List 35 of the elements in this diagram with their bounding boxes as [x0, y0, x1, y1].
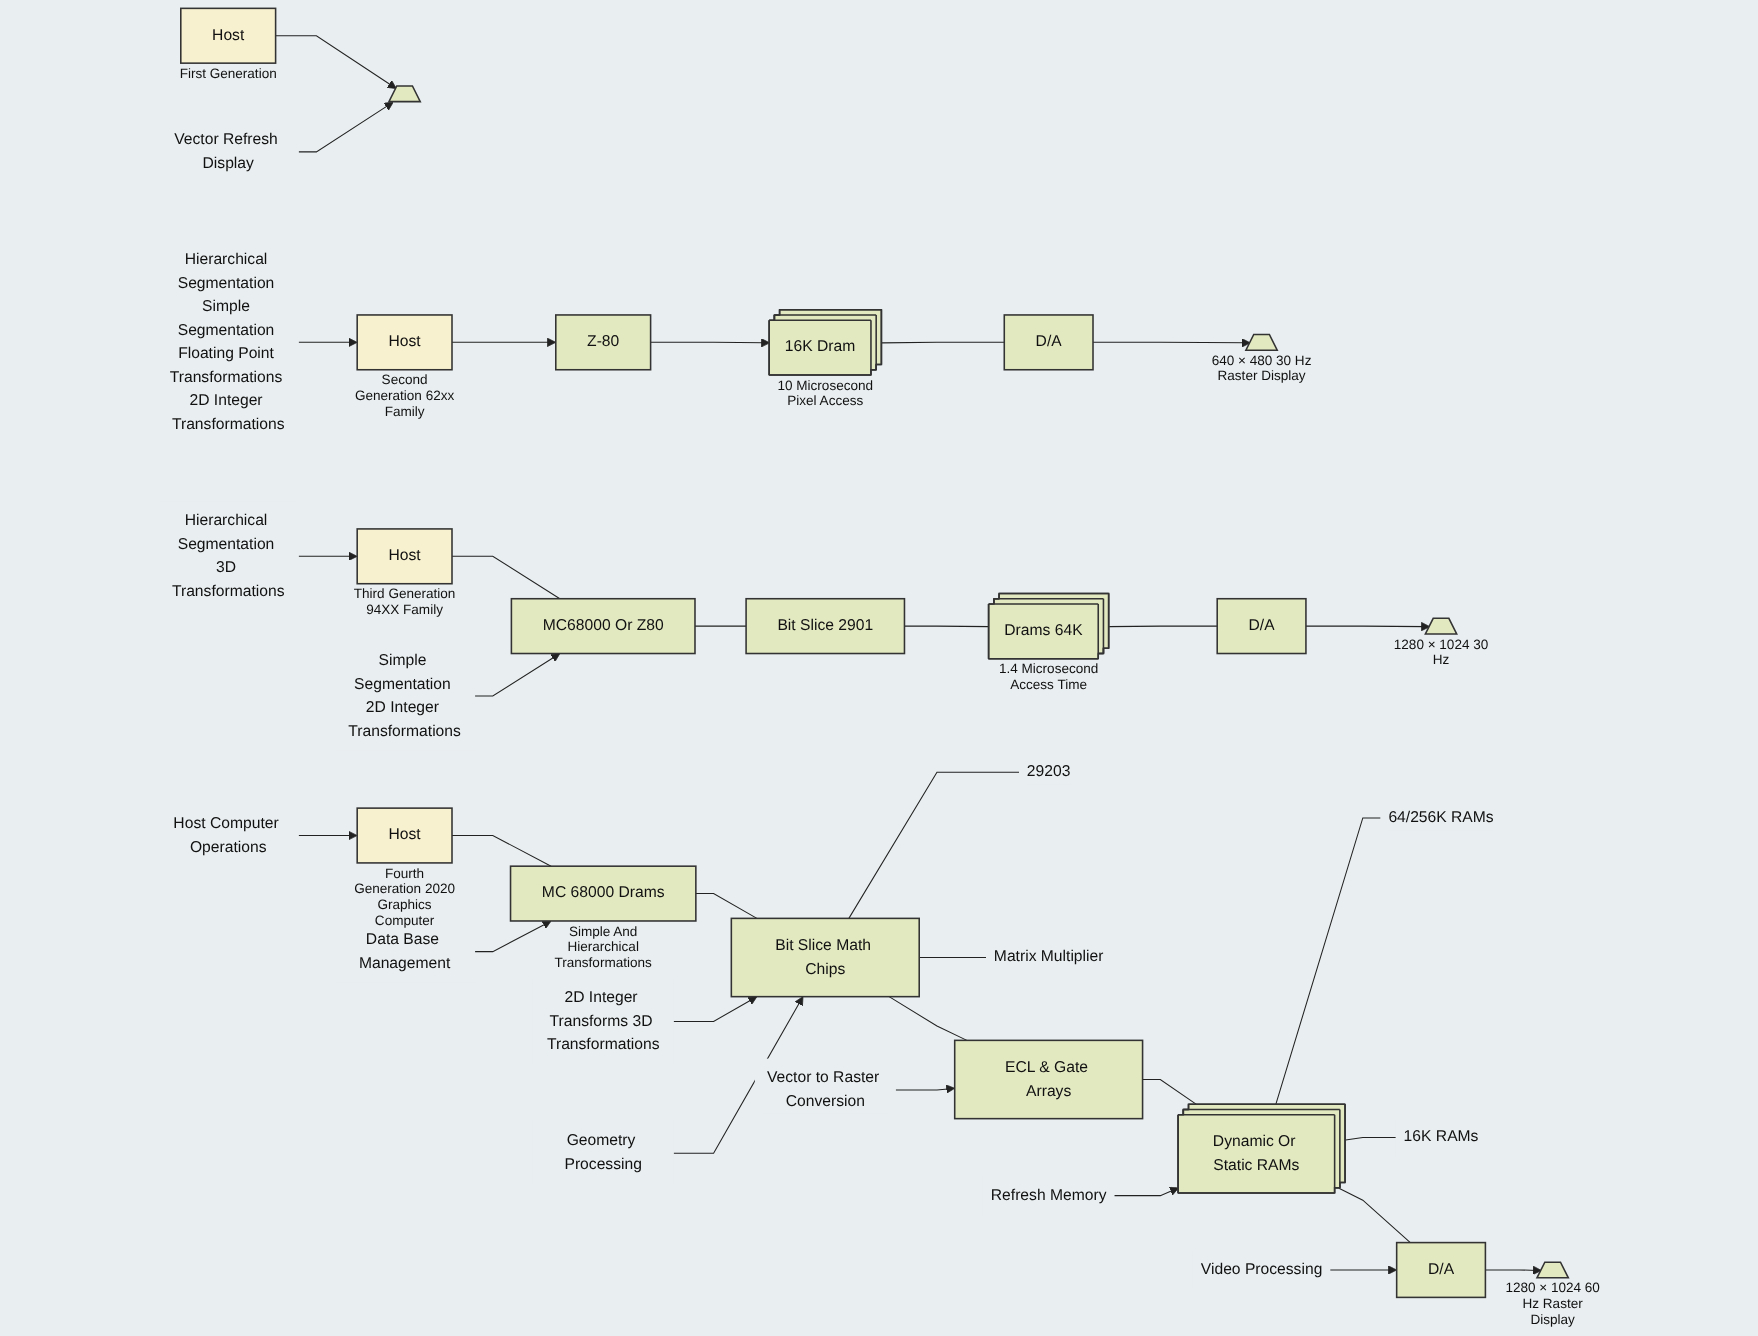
- arrow: [474, 920, 552, 953]
- arrow: [673, 996, 758, 1022]
- connector: [451, 555, 561, 600]
- connector: [848, 771, 1020, 919]
- node-trapezoid: [1244, 333, 1279, 351]
- arrow: [298, 101, 394, 153]
- connector: [1142, 1079, 1198, 1106]
- connector: [1108, 625, 1218, 628]
- connector: [1275, 817, 1382, 1106]
- arrow: [1113, 1186, 1179, 1197]
- arrow: [474, 653, 561, 697]
- arrow: [1329, 1265, 1398, 1275]
- node-trapezoid: [387, 85, 422, 103]
- connector: [1345, 1137, 1397, 1141]
- node-trapezoid: [1424, 617, 1458, 635]
- arrow: [451, 337, 557, 347]
- node-trapezoid: [1535, 1261, 1570, 1279]
- arrow: [895, 1084, 956, 1094]
- connector: [881, 341, 1005, 344]
- connector: [695, 893, 758, 919]
- connector: [918, 957, 987, 959]
- arrow: [298, 337, 358, 347]
- arrow: [1092, 338, 1251, 348]
- connector: [694, 625, 747, 627]
- arrow: [673, 996, 804, 1154]
- arrow: [298, 830, 358, 841]
- connector: [451, 835, 552, 867]
- connector: [903, 625, 990, 628]
- arrow: [275, 35, 397, 89]
- arrow: [650, 338, 771, 348]
- connector: [888, 996, 968, 1041]
- connector: [1338, 1187, 1411, 1244]
- arrow: [1484, 1265, 1542, 1275]
- arrow: [298, 551, 358, 561]
- arrow: [1305, 622, 1431, 632]
